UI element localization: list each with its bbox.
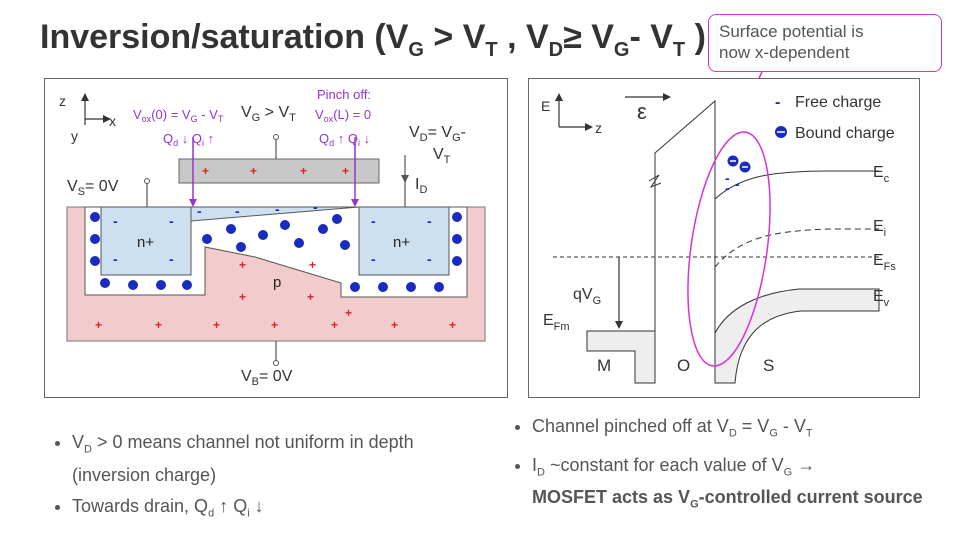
svg-text:+: +	[391, 318, 398, 332]
gate-electrode	[178, 158, 380, 184]
vg-label: VG > VT	[241, 104, 296, 124]
ei-label: Ei	[873, 218, 886, 239]
vs-label: VS= 0V	[67, 178, 119, 198]
svg-text:-: -	[371, 213, 376, 229]
intrinsic-level	[714, 228, 879, 268]
svg-text:+: +	[202, 164, 209, 178]
qvg-label: qVG	[573, 286, 601, 307]
bullet-vd-nonuniform: VD > 0 means channel not uniform in dept…	[72, 430, 470, 488]
axis-x-label: x	[109, 113, 116, 129]
svg-text:-: -	[169, 251, 174, 267]
svg-text:-: -	[427, 251, 432, 267]
surface-highlight-ellipse	[687, 131, 771, 367]
svg-text:+: +	[271, 318, 278, 332]
bound-charges	[90, 212, 462, 292]
axis-icon	[81, 93, 111, 125]
gate-positive-charges: + + + +	[202, 164, 349, 178]
callout-line-1: Surface potential is	[719, 22, 864, 41]
page-title: Inversion/saturation (VG > VT , VD≥ VG- …	[40, 18, 706, 61]
callout-line-2: now x-dependent	[719, 43, 850, 62]
mosfet-cross-section-panel: z x y + + + +	[44, 78, 508, 398]
free-charge-icon: -	[775, 94, 780, 111]
svg-text:-: -	[275, 201, 280, 217]
qd-qi-right-label: Qd ↑ Qi ↓	[319, 131, 370, 148]
svg-text:+: +	[213, 318, 220, 332]
svg-text:-: -	[313, 199, 318, 215]
free-electrons: - - - - - - - - - - - -	[113, 199, 432, 267]
field-label: ε	[637, 99, 647, 124]
efs-label: EFs	[873, 252, 896, 273]
svg-text:-: -	[197, 203, 202, 219]
n-plus-drain	[358, 206, 450, 276]
vox0-label: Vox(0) = VG - VT	[133, 107, 224, 124]
ev-label: Ev	[873, 288, 890, 309]
p-label: p	[273, 274, 281, 291]
svg-text:-: -	[735, 176, 740, 192]
metal-label: M	[597, 356, 611, 375]
vb-label: VB= 0V	[241, 368, 293, 388]
svg-text:-: -	[235, 203, 240, 219]
svg-text:+: +	[345, 306, 352, 320]
svg-text:-: -	[725, 170, 730, 186]
svg-text:-: -	[113, 213, 118, 229]
id-label: ID	[415, 176, 427, 196]
svg-text:-: -	[169, 213, 174, 229]
svg-text:+: +	[342, 164, 349, 178]
oxide-label: O	[677, 356, 690, 375]
substrate-positive-charges: + + + + + + + + + + + +	[95, 258, 456, 332]
inversion-channel	[190, 206, 360, 222]
surface-potential-callout: Surface potential is now x-dependent	[708, 14, 942, 72]
vd-label-line2: VT	[433, 146, 451, 166]
svg-text:+: +	[239, 258, 246, 272]
svg-text:-: -	[725, 180, 730, 196]
svg-text:+: +	[307, 290, 314, 304]
voxl-label: Vox(L) = 0	[315, 107, 371, 124]
svg-text:+: +	[95, 318, 102, 332]
efm-label: EFm	[543, 312, 570, 333]
svg-text:+: +	[309, 258, 316, 272]
svg-text:-: -	[371, 251, 376, 267]
axis-z-label: z	[595, 120, 602, 136]
pinch-off-label: Pinch off:	[317, 87, 371, 102]
surface-charges: - - -	[725, 155, 751, 196]
svg-text:+: +	[300, 164, 307, 178]
ec-label: Ec	[873, 164, 890, 185]
bullets-left: VD > 0 means channel not uniform in dept…	[50, 430, 470, 532]
svg-text:-: -	[427, 213, 432, 229]
oxide-band	[654, 99, 716, 383]
svg-text:+: +	[239, 290, 246, 304]
n-source-label: n+	[137, 234, 154, 251]
n-drain-label: n+	[393, 234, 410, 251]
qd-qi-left-label: Qd ↓ Qi ↑	[163, 131, 214, 148]
axis-y-label: y	[71, 128, 78, 144]
n-plus-source	[100, 206, 192, 276]
axis-e-label: E	[541, 98, 550, 114]
band-diagram: E z ε - - - - Free cha	[541, 93, 896, 384]
bullet-pinched-off: Channel pinched off at VD = VG - VT	[532, 414, 930, 447]
band-diagram-panel: E z ε - - - - Free cha	[528, 78, 920, 398]
conduction-band	[714, 170, 879, 200]
valence-band	[714, 288, 880, 384]
legend-free-charge: Free charge	[795, 94, 881, 111]
svg-text:+: +	[250, 164, 257, 178]
svg-text:+: +	[155, 318, 162, 332]
svg-text:-: -	[113, 251, 118, 267]
axis-icon	[555, 93, 593, 131]
axis-z-label: z	[59, 93, 66, 109]
bullets-right: Channel pinched off at VD = VG - VT ID ~…	[510, 414, 930, 524]
vd-label: VD= VG-	[409, 124, 466, 144]
svg-text:+: +	[331, 318, 338, 332]
svg-text:+: +	[449, 318, 456, 332]
bullet-towards-drain: Towards drain, Qd ↑ Qi ↓	[72, 494, 470, 527]
legend-bound-charge: Bound charge	[795, 125, 895, 142]
bullet-current-source: ID ~constant for each value of VG →MOSFE…	[532, 453, 930, 518]
mosfet-cross-section: z x y + + + +	[59, 87, 486, 388]
semiconductor-label: S	[763, 356, 774, 375]
